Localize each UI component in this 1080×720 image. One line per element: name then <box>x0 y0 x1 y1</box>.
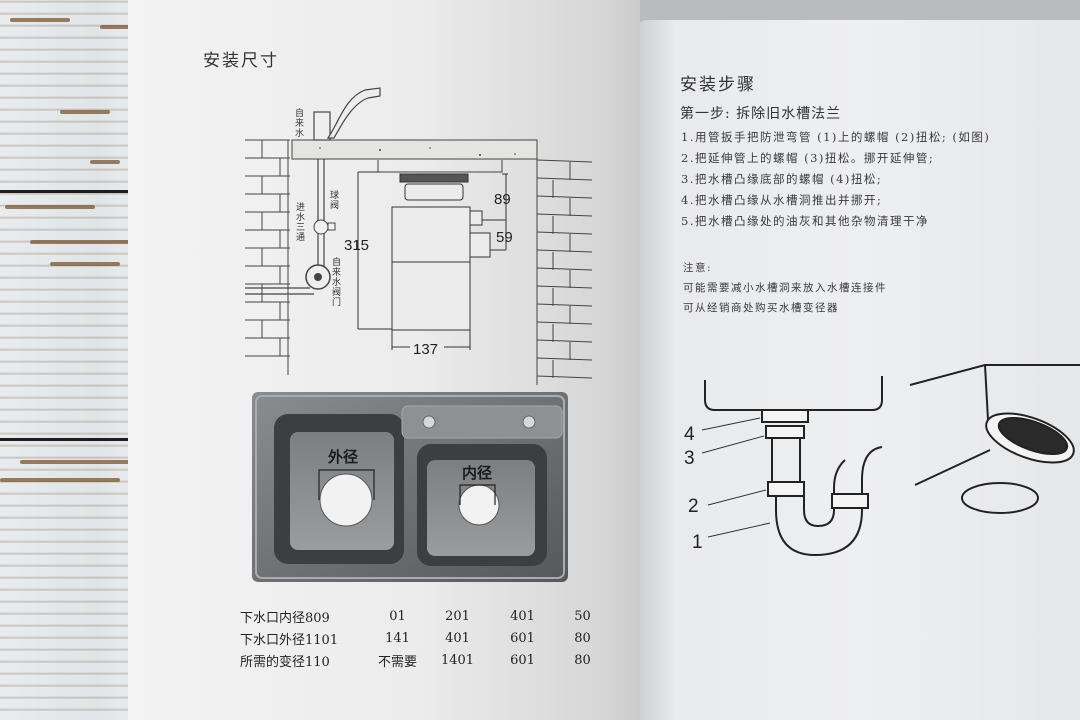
step-item: 4.把水槽凸缘从水槽洞推出并挪开; <box>681 193 883 207</box>
callout-4: 4 <box>684 424 695 445</box>
outer-diameter-drain <box>319 473 373 527</box>
cell: 80 <box>574 631 591 646</box>
callout-1: 1 <box>692 532 703 553</box>
dimension-width: 137 <box>413 341 438 358</box>
row-label: 下水口内径809 <box>240 611 330 626</box>
wood-grain <box>100 25 140 29</box>
wood-grain <box>60 110 110 114</box>
wood-grain <box>5 205 95 209</box>
cell: 601 <box>510 631 535 646</box>
left-brick-wall <box>245 139 290 375</box>
step-item: 1.用管扳手把防泄弯管 (1)上的螺帽 (2)扭松; (如图) <box>681 130 991 144</box>
right-brick-wall <box>536 148 593 385</box>
water-supply-pipe <box>245 159 325 295</box>
label-tap-water: 自来水 <box>295 107 304 139</box>
faucet-icon <box>313 87 381 141</box>
step-item: 5.把水槽凸缘处的油灰和其他杂物清理干净 <box>681 214 929 228</box>
wood-grain <box>50 262 120 266</box>
cell: 141 <box>385 631 410 646</box>
table-row: 下水口外径1101 141 401 601 80 <box>240 628 610 650</box>
sink-bottom <box>377 160 503 173</box>
wood-grain <box>90 160 120 164</box>
cell: 50 <box>574 609 591 624</box>
drain-spec-table: 下水口内径809 01 201 401 50 下水口外径1101 141 401… <box>240 606 610 672</box>
countertop <box>291 139 538 160</box>
installation-steps-title: 安装步骤 <box>680 75 756 95</box>
left-page <box>128 0 646 720</box>
wood-grain <box>20 460 130 464</box>
callout-3: 3 <box>684 448 695 469</box>
cell: 601 <box>510 653 535 668</box>
callout-2: 2 <box>688 496 699 517</box>
plank-seam <box>0 190 160 193</box>
inlet-tee-icon <box>313 219 329 235</box>
dimension-height: 315 <box>344 237 369 254</box>
cell: 01 <box>389 609 406 624</box>
cell: 401 <box>510 609 535 624</box>
note-block: 注意: 可能需要减小水槽洞来放入水槽连接件 可从经销商处购买水槽变径器 <box>683 258 887 318</box>
table-row: 下水口内径809 01 201 401 50 <box>240 606 610 628</box>
label-inlet-tee: 进水三通 <box>296 202 305 243</box>
dimension-outlet-offset: 59 <box>496 229 513 246</box>
step-instructions: 1.用管扳手把防泄弯管 (1)上的螺帽 (2)扭松; (如图) 2.把延伸管上的… <box>681 127 990 232</box>
note-line: 可从经销商处购买水槽变径器 <box>683 302 839 314</box>
note-heading: 注意: <box>683 262 713 274</box>
cell: 201 <box>445 609 470 624</box>
ball-valve-icon <box>327 222 336 231</box>
wood-grain <box>30 240 140 244</box>
row-label: 所需的变径110 <box>240 655 330 670</box>
row-label: 下水口外径1101 <box>240 633 339 648</box>
plank-seam <box>0 438 160 441</box>
note-line: 可能需要减小水槽洞来放入水槽连接件 <box>683 282 887 294</box>
garbage-disposer-unit <box>391 173 491 331</box>
installation-dimensions-title: 安装尺寸 <box>203 51 279 71</box>
outer-diameter-label: 外径 <box>327 448 358 466</box>
background-strip <box>640 0 1080 22</box>
step-item: 3.把水槽凸缘底部的螺帽 (4)扭松; <box>681 172 883 186</box>
double-sink-photo: 外径 内径 <box>252 392 568 582</box>
wood-grain <box>0 478 120 482</box>
installation-dimension-diagram: 自来水 球阀 进水三通 自来水阀门 315 89 59 137 <box>245 87 593 385</box>
wood-grain <box>10 18 70 22</box>
drain-pipe-diagram: 4 3 2 1 <box>684 364 1080 557</box>
cell: 不需要 <box>377 655 417 670</box>
label-water-valve: 自来水阀门 <box>332 256 341 308</box>
step-one-title: 第一步: 拆除旧水槽法兰 <box>680 106 842 122</box>
inner-diameter-label: 内径 <box>462 464 492 482</box>
table-row: 所需的变径110 不需要 1401 601 80 <box>240 650 610 672</box>
inner-diameter-drain <box>458 484 500 526</box>
cell: 80 <box>574 653 591 668</box>
label-ball-valve: 球阀 <box>330 189 339 211</box>
cell: 1401 <box>440 653 475 668</box>
cell: 401 <box>445 631 470 646</box>
right-page <box>640 20 1080 720</box>
step-item: 2.把延伸管上的螺帽 (3)扭松。挪开延伸管; <box>681 151 935 165</box>
dimension-top-offset: 89 <box>494 191 511 208</box>
